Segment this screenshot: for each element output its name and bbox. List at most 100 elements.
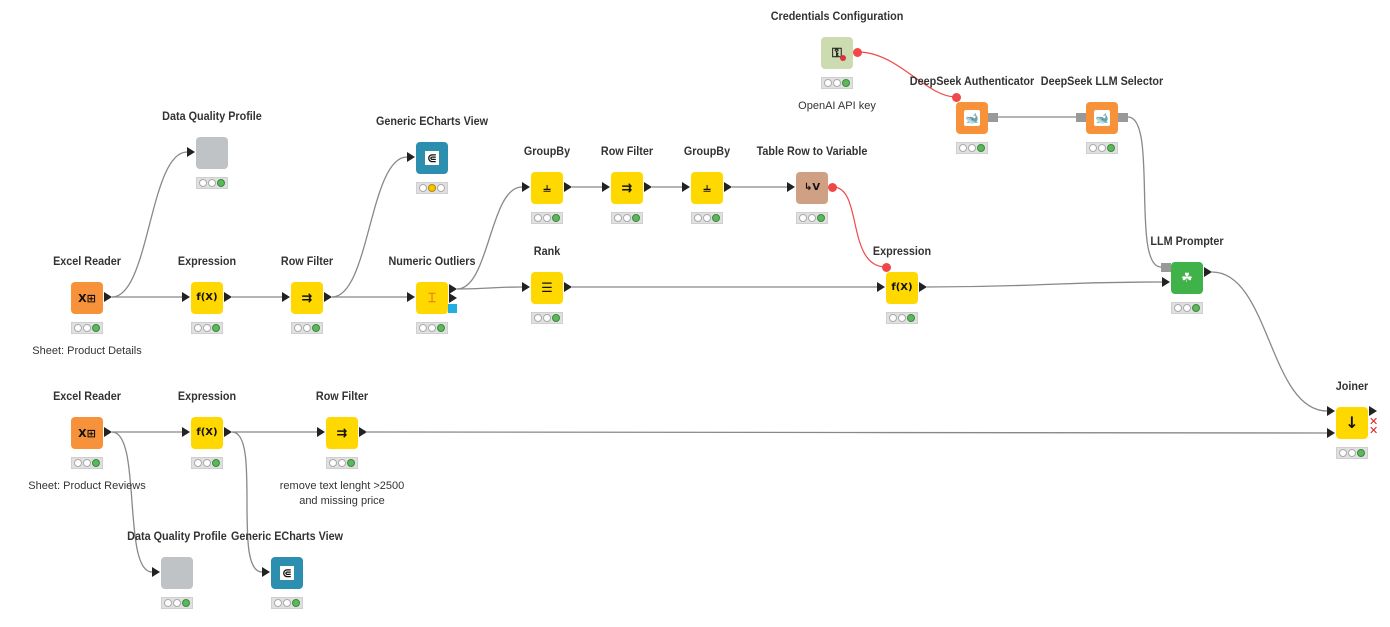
flow-variable-input-port[interactable] — [952, 93, 961, 102]
model-input-port[interactable] — [1076, 113, 1086, 122]
node-generic-echarts-view[interactable]: Generic ECharts View⋐ — [231, 529, 343, 609]
node-row-filter[interactable]: Row Filter⇉ — [601, 144, 653, 224]
input-port[interactable] — [187, 147, 195, 157]
node-body[interactable]: ⇉ — [326, 417, 358, 449]
output-port[interactable] — [919, 282, 927, 292]
input-port[interactable] — [152, 567, 160, 577]
output-port[interactable] — [324, 292, 332, 302]
node-body[interactable]: 🐋 — [1086, 102, 1118, 134]
input-port[interactable] — [1327, 406, 1335, 416]
data-connection[interactable] — [111, 151, 188, 298]
node-credentials-configuration[interactable]: Credentials Configuration⚿OpenAI API key — [771, 9, 904, 112]
output-port[interactable] — [564, 282, 572, 292]
input-port[interactable] — [787, 182, 795, 192]
node-body[interactable]: f(X) — [191, 282, 223, 314]
data-connection[interactable] — [231, 431, 263, 573]
data-connection[interactable] — [331, 156, 408, 298]
model-input-port[interactable] — [1161, 263, 1171, 272]
input-port[interactable] — [182, 427, 190, 437]
node-data-quality-profile[interactable]: Data Quality Profile — [127, 529, 227, 609]
node-body[interactable]: ⇉ — [291, 282, 323, 314]
node-deepseek-authenticator[interactable]: DeepSeek Authenticator🐋 — [910, 74, 1034, 154]
input-port[interactable] — [1162, 277, 1170, 287]
input-port[interactable] — [407, 292, 415, 302]
data-connection[interactable] — [926, 281, 1163, 288]
input-port[interactable] — [182, 292, 190, 302]
input-port[interactable] — [522, 282, 530, 292]
node-numeric-outliers[interactable]: Numeric Outliers⌶ — [388, 254, 476, 334]
data-connection[interactable] — [1211, 271, 1328, 412]
output-port[interactable] — [644, 182, 652, 192]
node-body[interactable]: X⊞ — [71, 417, 103, 449]
output-port[interactable] — [564, 182, 572, 192]
output-port[interactable] — [449, 293, 457, 303]
node-body[interactable]: f(X) — [886, 272, 918, 304]
output-port[interactable] — [449, 284, 457, 294]
credentials-dot[interactable] — [840, 55, 846, 61]
flow-variable-input-port[interactable] — [882, 263, 891, 272]
data-connection[interactable] — [366, 431, 1328, 434]
input-port[interactable] — [407, 152, 415, 162]
node-body[interactable]: ⫨ — [531, 172, 563, 204]
input-port[interactable] — [602, 182, 610, 192]
model-connection[interactable] — [1127, 116, 1162, 268]
data-connection[interactable] — [456, 286, 523, 290]
output-port[interactable] — [1369, 406, 1377, 416]
node-body[interactable]: ⋐ — [416, 142, 448, 174]
node-rank[interactable]: Rank☰ — [531, 244, 563, 324]
output-port[interactable] — [104, 292, 112, 302]
node-body[interactable]: ☘ — [1171, 262, 1203, 294]
node-groupby[interactable]: GroupBy⫨ — [524, 144, 570, 224]
node-body[interactable]: ↓ — [1336, 407, 1368, 439]
node-body[interactable] — [196, 137, 228, 169]
node-body[interactable]: ⇉ — [611, 172, 643, 204]
output-port[interactable] — [1204, 267, 1212, 277]
model-output-port[interactable] — [1118, 113, 1128, 122]
node-row-filter[interactable]: Row Filter⇉ — [281, 254, 333, 334]
output-port[interactable] — [724, 182, 732, 192]
model-output-port[interactable] — [448, 304, 457, 313]
node-deepseek-llm-selector[interactable]: DeepSeek LLM Selector🐋 — [1041, 74, 1163, 154]
output-port[interactable] — [224, 427, 232, 437]
output-port[interactable] — [359, 427, 367, 437]
flow-variable-output-port[interactable] — [853, 48, 862, 57]
flow-variable-connection[interactable] — [832, 186, 887, 268]
inactive-output-port-icon[interactable]: ✕ — [1369, 415, 1379, 428]
output-port[interactable] — [224, 292, 232, 302]
model-output-port[interactable] — [988, 113, 998, 122]
node-generic-echarts-view[interactable]: Generic ECharts View⋐ — [376, 114, 488, 194]
input-port[interactable] — [682, 182, 690, 192]
node-groupby[interactable]: GroupBy⫨ — [684, 144, 730, 224]
node-data-quality-profile[interactable]: Data Quality Profile — [162, 109, 262, 189]
data-connection[interactable] — [456, 186, 523, 290]
node-body[interactable]: ⫨ — [691, 172, 723, 204]
input-port[interactable] — [522, 182, 530, 192]
node-body[interactable]: ⚿ — [821, 37, 853, 69]
node-body[interactable]: f(X) — [191, 417, 223, 449]
input-port[interactable] — [1327, 428, 1335, 438]
node-body[interactable]: ⋐ — [271, 557, 303, 589]
node-body[interactable]: ↳V — [796, 172, 828, 204]
node-body[interactable] — [161, 557, 193, 589]
inactive-output-port-icon[interactable]: ✕ — [1369, 424, 1379, 437]
input-port[interactable] — [262, 567, 270, 577]
input-port[interactable] — [317, 427, 325, 437]
node-body[interactable]: ☰ — [531, 272, 563, 304]
input-port[interactable] — [282, 292, 290, 302]
node-body[interactable]: X⊞ — [71, 282, 103, 314]
data-connection[interactable] — [111, 431, 153, 573]
node-body[interactable]: 🐋 — [956, 102, 988, 134]
node-body[interactable]: ⌶ — [416, 282, 448, 314]
flow-variable-output-port[interactable] — [828, 183, 837, 192]
node-row-filter[interactable]: Row Filter⇉remove text lenght >2500 and … — [280, 389, 404, 507]
flow-variable-connection[interactable] — [857, 51, 957, 98]
node-llm-prompter[interactable]: LLM Prompter☘ — [1150, 234, 1224, 314]
node-joiner[interactable]: Joiner↓ — [1336, 379, 1368, 459]
node-table-row-to-variable[interactable]: Table Row to Variable↳V — [757, 144, 867, 224]
input-port[interactable] — [877, 282, 885, 292]
